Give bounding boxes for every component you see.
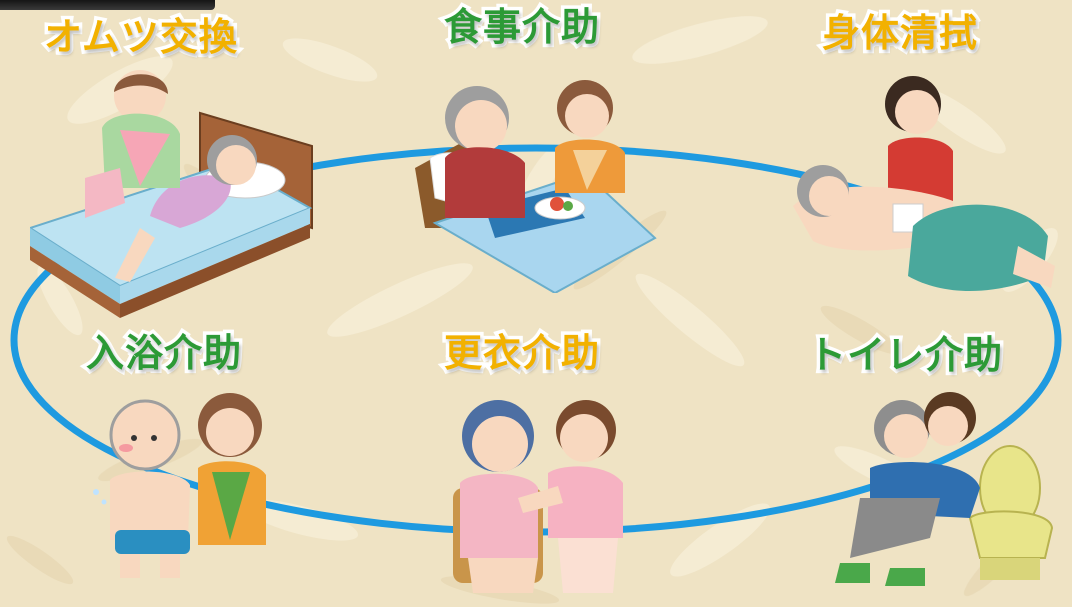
label-meal-assistance: 食事介助 bbox=[440, 2, 602, 53]
meal-assistance-illustration bbox=[415, 80, 657, 293]
label-bed-bath: 身体清拭 bbox=[818, 8, 980, 59]
label-diaper-change: オムツ交換 bbox=[41, 12, 241, 63]
label-bathing-assistance: 入浴介助 bbox=[82, 328, 244, 379]
bathing-assistance-illustration bbox=[93, 393, 266, 578]
dressing-assistance-illustration bbox=[453, 400, 623, 593]
top-left-dark-strip bbox=[0, 0, 215, 10]
label-toilet-assistance: トイレ介助 bbox=[804, 330, 1005, 381]
diaper-change-illustration bbox=[30, 70, 313, 318]
label-dressing-assistance: 更衣介助 bbox=[440, 328, 602, 379]
toilet-assistance-illustration bbox=[835, 392, 1054, 586]
bed-bath-illustration bbox=[793, 76, 1055, 291]
